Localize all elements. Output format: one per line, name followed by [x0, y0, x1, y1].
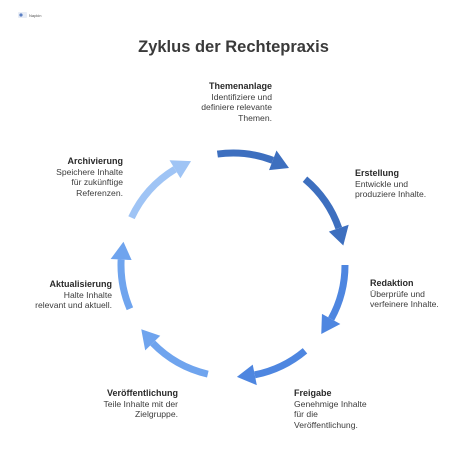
- diagram-title: Zyklus der Rechtepraxis: [138, 38, 329, 56]
- step-title: Archivierung: [67, 156, 123, 166]
- step-title: Themenanlage: [208, 81, 272, 91]
- arrow-redaktion-freigabe-head: [321, 313, 341, 334]
- arrow-erstellung-redaktion-head: [328, 224, 349, 246]
- arrow-archivierung-themenanlage-line: [128, 166, 177, 220]
- step-veroeffentlichung: Veröffentlichung Teile Inhalte mit der Z…: [70, 388, 178, 420]
- arrow-themenanlage-erstellung-head: [269, 150, 289, 171]
- step-themenanlage: Themenanlage Identifiziere und definiere…: [168, 81, 272, 123]
- arrow-aktualisierung-archivierung-line: [117, 259, 134, 311]
- step-freigabe: Freigabe Genehmige Inhalte für die Veröf…: [294, 388, 394, 430]
- step-description: Entwickle und produziere Inhalte.: [355, 178, 427, 200]
- arrow-erstellung-redaktion-line: [302, 176, 343, 230]
- step-description: Genehmige Inhalte für die Veröffentlichu…: [294, 398, 367, 430]
- step-title: Freigabe: [294, 388, 332, 398]
- step-title: Redaktion: [370, 278, 414, 288]
- step-description: Teile Inhalte mit der Zielgruppe.: [103, 398, 178, 420]
- arrow-veroeffentlichung-aktualisierung-head: [141, 329, 161, 351]
- arrow-themenanlage-erstellung-line: [216, 149, 274, 164]
- step-redaktion: Redaktion Überprüfe und verfeinere Inhal…: [370, 278, 465, 310]
- arrow-redaktion-freigabe-line: [328, 264, 349, 321]
- step-title: Erstellung: [355, 168, 400, 178]
- arrow-archivierung-themenanlage-head: [169, 160, 192, 179]
- step-description: Überprüfe und verfeinere Inhalte.: [370, 288, 439, 310]
- step-description: Halte Inhalte relevant und aktuell.: [35, 289, 112, 311]
- step-title: Veröffentlichung: [106, 388, 178, 398]
- arrow-veroeffentlichung-aktualisierung-line: [150, 340, 209, 378]
- step-erstellung: Erstellung Entwickle und produziere Inha…: [355, 168, 455, 200]
- step-description: Identifiziere und definiere relevante Th…: [201, 91, 272, 123]
- step-aktualisierung: Aktualisierung Halte Inhalte relevant un…: [14, 279, 112, 311]
- arrow-aktualisierung-archivierung-head: [110, 241, 132, 261]
- arrow-freigabe-veroeffentlichung-line: [254, 348, 308, 379]
- step-archivierung: Archivierung Speichere Inhalte für zukün…: [38, 156, 123, 198]
- logo: Napkin: [18, 12, 41, 18]
- logo-text: Napkin: [29, 12, 42, 18]
- logo-icon: [18, 12, 27, 18]
- step-description: Speichere Inhalte für zukünftige Referen…: [56, 166, 123, 198]
- step-title: Aktualisierung: [49, 279, 112, 289]
- arrow-freigabe-veroeffentlichung-head: [236, 364, 257, 386]
